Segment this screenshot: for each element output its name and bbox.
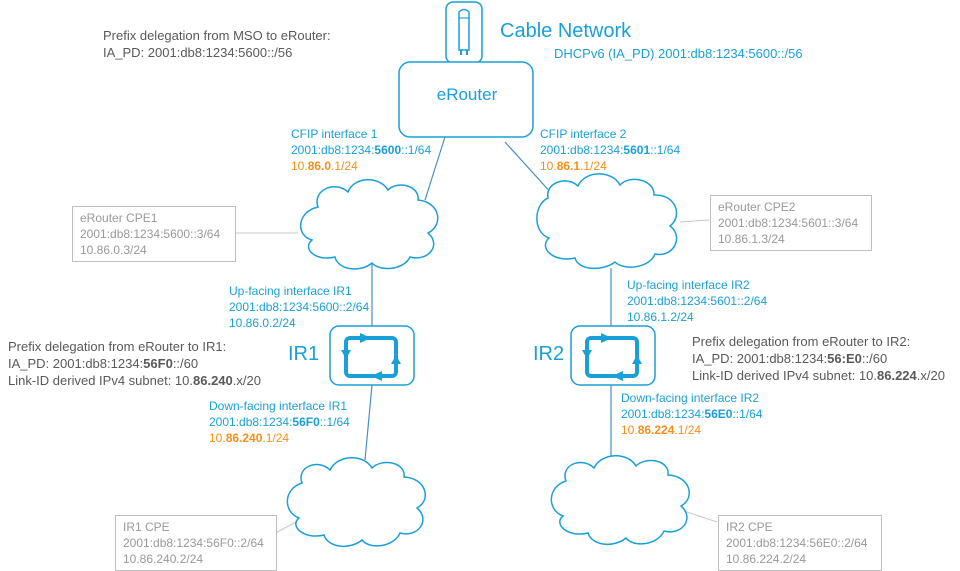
cpe1-ipv4: 10.86.0.3/24 [80,243,147,257]
pd-ir2-line1: Prefix delegation from eRouter to IR2: [692,334,911,349]
up2-ipv6: 2001:db8:1234:5601::2/64 [627,294,768,308]
cloud-2 [536,173,678,270]
up-facing-interface-ir2: Up-facing interface IR2 2001:db8:1234:56… [627,277,767,325]
down1-label: Down-facing interface IR1 [209,399,348,413]
ir2cpe-ipv6: 2001:db8:1234:56E0::2/64 [726,536,868,550]
cfip1-ipv6: 2001:db8:1234:5600::1/64 [291,143,432,157]
cable-modem-icon [445,1,483,64]
ir1cpe-title: IR1 CPE [123,520,170,534]
cpe2-link [679,219,710,223]
erouter-box [398,61,534,138]
erouter-cpe1-box: eRouter CPE1 2001:db8:1234:5600::3/64 10… [72,206,236,262]
erouter-label: eRouter [436,85,498,104]
pd-ir2-line3: Link-ID derived IPv4 subnet: 10.86.224.x… [692,368,945,383]
ir2-label: IR2 [533,343,565,365]
erouter-to-cloud2-link [504,141,554,196]
pd-ir2-line2: IA_PD: 2001:db8:1234:56:E0::/60 [692,351,888,366]
down2-ipv4: 10.86.224.1/24 [621,423,702,437]
cpe2-ipv4: 10.86.1.3/24 [718,232,785,246]
pd-ir1-line2: IA_PD: 2001:db8:1234:56F0::/60 [8,356,199,371]
ir2cpe-title: IR2 CPE [726,520,773,534]
up-facing-interface-ir1: Up-facing interface IR1 2001:db8:1234:56… [229,283,369,331]
down2-label: Down-facing interface IR2 [621,391,760,405]
ir1cpe-ipv4: 10.86.240.2/24 [123,552,204,566]
cfip-interface-1: CFIP interface 1 2001:db8:1234:5600::1/6… [291,126,431,174]
up2-ipv4: 10.86.1.2/24 [627,310,694,324]
diagram-title: Cable Network [500,20,632,42]
up1-ipv6: 2001:db8:1234:5600::2/64 [229,300,370,314]
cpe1-ipv6: 2001:db8:1234:5600::3/64 [80,227,221,241]
cfip1-label: CFIP interface 1 [291,127,378,141]
cfip1-ipv4: 10.86.0.1/24 [291,159,358,173]
ir1-to-cloud3-link [364,384,373,461]
cfip2-ipv6: 2001:db8:1234:5601::1/64 [540,143,681,157]
cpe1-title: eRouter CPE1 [80,211,158,225]
prefix-delegation-ir2: Prefix delegation from eRouter to IR2: I… [692,333,945,384]
mso-prefix-delegation: Prefix delegation from MSO to eRouter: I… [103,27,331,61]
cpe2-title: eRouter CPE2 [718,200,796,214]
up1-ipv4: 10.86.0.2/24 [229,316,296,330]
prefix-delegation-ir1: Prefix delegation from eRouter to IR1: I… [8,338,261,389]
down-facing-interface-ir2: Down-facing interface IR2 2001:db8:1234:… [621,390,762,438]
cpe2-ipv6: 2001:db8:1234:5601::3/64 [718,216,859,230]
mso-pd-line1: Prefix delegation from MSO to eRouter: [103,28,331,43]
down1-ipv4: 10.86.240.1/24 [209,431,290,445]
up1-label: Up-facing interface IR1 [229,284,352,298]
cloud-3 [286,457,427,547]
pd-ir1-line1: Prefix delegation from eRouter to IR1: [8,339,227,354]
pd-ir1-line3: Link-ID derived IPv4 subnet: 10.86.240.x… [8,373,261,388]
ir2-cpe-box: IR2 CPE 2001:db8:1234:56E0::2/64 10.86.2… [718,515,882,571]
cfip-interface-2: CFIP interface 2 2001:db8:1234:5601::1/6… [540,126,680,174]
ir1-cpe-box: IR1 CPE 2001:db8:1234:56F0::2/64 10.86.2… [115,515,277,571]
ir1-router-icon [329,325,415,386]
up2-label: Up-facing interface IR2 [627,278,750,292]
down1-ipv6: 2001:db8:1234:56F0::1/64 [209,415,350,429]
cloud-4 [550,455,691,545]
erouter-cpe2-box: eRouter CPE2 2001:db8:1234:5601::3/64 10… [710,195,872,251]
down-facing-interface-ir1: Down-facing interface IR1 2001:db8:1234:… [209,398,350,446]
cfip2-label: CFIP interface 2 [540,127,627,141]
ir1cpe-ipv6: 2001:db8:1234:56F0::2/64 [123,536,264,550]
ir1-label: IR1 [288,343,320,365]
cfip2-ipv4: 10.86.1.1/24 [540,159,607,173]
ir2cpe-ipv4: 10.86.224.2/24 [726,552,807,566]
ir2-router-icon [570,325,656,386]
erouter-to-cloud1-link [424,136,446,201]
mso-pd-line2: IA_PD: 2001:db8:1234:5600::/56 [103,45,293,60]
down2-ipv6: 2001:db8:1234:56E0::1/64 [621,407,763,421]
cloud-1 [300,179,439,270]
dhcpv6-label: DHCPv6 (IA_PD) 2001:db8:1234:5600::/56 [554,46,803,61]
